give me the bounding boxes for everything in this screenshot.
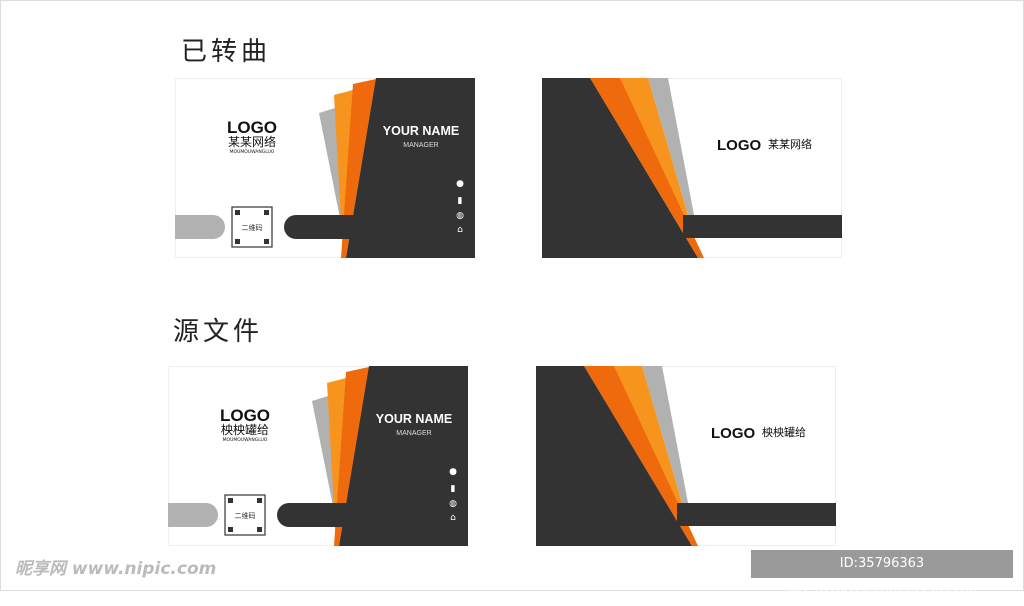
qr-corner	[264, 210, 269, 215]
dark-panel	[346, 78, 475, 258]
phone-icon: ▮	[451, 484, 456, 494]
logo-text: LOGO	[711, 425, 755, 442]
qr-corner	[264, 239, 269, 244]
qr-label: 二维码	[235, 511, 256, 520]
dark-panel	[339, 366, 468, 546]
business-card-front: LOGO 柍柍罐给 MOUMOUWANGLUO 二维码 YOUR NAME MA…	[168, 366, 468, 546]
dark-orange-stripe	[584, 366, 698, 546]
logo-text: LOGO	[220, 406, 270, 425]
dark-bar	[683, 215, 842, 238]
company-name-pinyin: MOUMOUWANGLUO	[223, 437, 268, 443]
light-orange-stripe	[334, 90, 353, 254]
qq-icon: ●	[456, 179, 464, 189]
company-name-cn: 某某网络	[228, 134, 276, 149]
dark-orange-stripe	[334, 367, 369, 546]
company-name-cn: 柍柍罐给	[221, 422, 269, 437]
logo-text: LOGO	[717, 137, 761, 154]
qr-corner	[257, 527, 262, 532]
globe-icon: ◍	[456, 211, 464, 221]
dark-orange-stripe	[590, 78, 704, 258]
watermark: 昵享网 www.nipic.com	[15, 559, 217, 579]
qr-corner	[257, 498, 262, 503]
gray-stripe	[642, 366, 688, 503]
qr-corner	[228, 498, 233, 503]
person-title: MANAGER	[396, 430, 431, 437]
dark-bar	[677, 503, 836, 526]
logo-text: LOGO	[227, 118, 277, 137]
person-title: MANAGER	[403, 142, 438, 149]
dark-pill	[284, 215, 364, 239]
company-name-cn: 柍柍罐给	[762, 425, 806, 439]
globe-icon: ◍	[449, 499, 457, 509]
home-icon: ⌂	[457, 225, 463, 235]
image-id-label: ID:35796363 NO:20260125144251542106	[751, 550, 1013, 599]
section-heading-source: 源文件	[173, 317, 264, 347]
dark-orange-stripe	[341, 79, 376, 258]
gray-pill	[168, 503, 218, 527]
gray-stripe	[648, 78, 694, 215]
dark-panel	[536, 366, 692, 546]
dark-panel	[542, 78, 698, 258]
qr-corner	[235, 239, 240, 244]
gray-pill	[175, 215, 225, 239]
person-name: YOUR NAME	[383, 124, 459, 138]
business-card-back: LOGO 柍柍罐给	[536, 366, 836, 546]
person-name: YOUR NAME	[376, 412, 452, 426]
dark-pill	[277, 503, 357, 527]
qr-corner	[228, 527, 233, 532]
qr-corner	[235, 210, 240, 215]
company-name-cn: 某某网络	[768, 137, 812, 151]
company-name-pinyin: MOUMOUWANGLUO	[230, 149, 275, 155]
qr-label: 二维码	[242, 223, 263, 232]
qq-icon: ●	[449, 467, 457, 477]
business-card-front: LOGO 某某网络 MOUMOUWANGLUO 二维码 YOUR NAME MA…	[175, 78, 475, 258]
business-card-back: LOGO 某某网络	[542, 78, 842, 258]
light-orange-stripe	[327, 378, 346, 542]
phone-icon: ▮	[458, 196, 463, 206]
home-icon: ⌂	[450, 513, 456, 523]
section-heading-converted: 已转曲	[181, 37, 272, 67]
